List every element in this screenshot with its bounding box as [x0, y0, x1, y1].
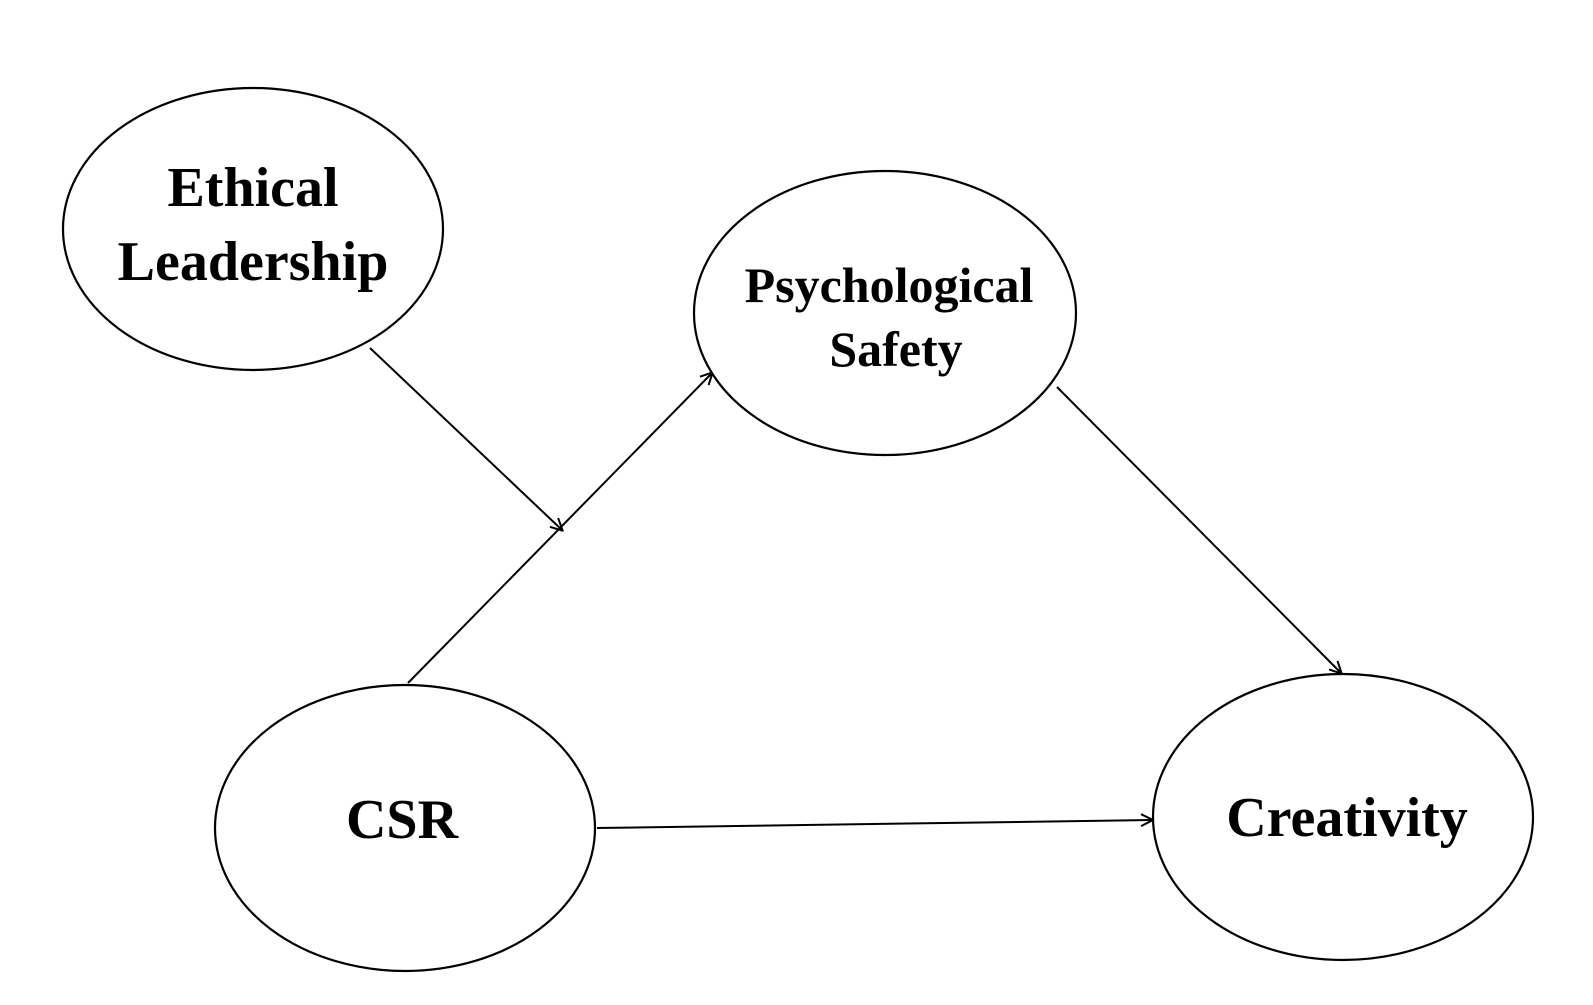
node-ethical-leadership: Ethical Leadership — [61, 86, 445, 372]
ethical-leadership-label-line2: Leadership — [118, 231, 389, 293]
psychological-safety-label-line1: Psychological — [745, 257, 1034, 313]
ethical-leadership-label-line1: Ethical — [167, 157, 338, 219]
node-psychological-safety: Psychological Safety — [692, 169, 1078, 457]
node-csr: CSR — [213, 683, 597, 973]
edge-csr-to-creativity — [596, 820, 1152, 829]
edge-psychological-safety-to-creativity — [1056, 386, 1341, 673]
node-creativity: Creativity — [1151, 672, 1535, 962]
edge-ethical-leadership-moderation — [369, 347, 562, 530]
creativity-label: Creativity — [1226, 787, 1468, 849]
psychological-safety-label-line2: Safety — [829, 321, 962, 377]
csr-label: CSR — [346, 789, 459, 851]
